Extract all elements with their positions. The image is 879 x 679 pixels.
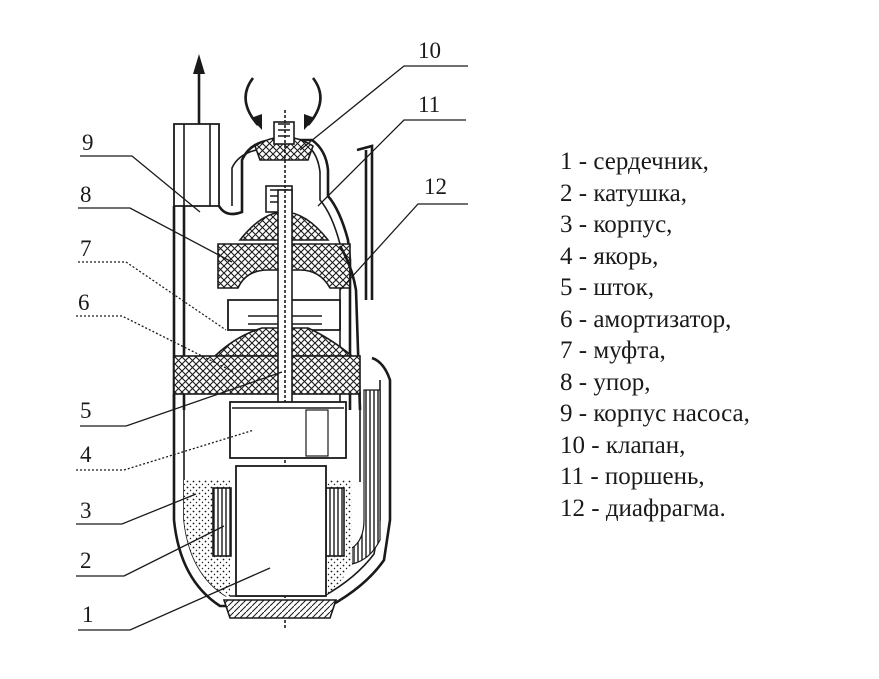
- legend-item: 8 - упор,: [560, 368, 651, 396]
- callout-8: 8: [80, 182, 92, 207]
- legend-item: 12 - диафрагма.: [560, 494, 726, 522]
- callout-5: 5: [80, 398, 92, 423]
- armature: [229, 401, 347, 459]
- legend-item: 3 - корпус,: [560, 211, 673, 238]
- parts-legend: 1 - сердечник, 2 - катушка, 3 - корпус, …: [560, 146, 750, 524]
- inlet-flow-arrows: [244, 77, 322, 130]
- leader-lines: [76, 65, 468, 631]
- callout-6: 6: [78, 290, 90, 315]
- callout-10: 10: [418, 38, 441, 63]
- valve: [254, 121, 314, 161]
- core: [222, 465, 338, 619]
- callout-1: 1: [82, 602, 94, 627]
- callout-4: 4: [80, 442, 92, 467]
- callout-2: 2: [80, 548, 92, 573]
- legend-item: 9 - корпус насоса,: [560, 400, 750, 427]
- callout-12: 12: [424, 174, 447, 199]
- legend-item: 7 - муфта,: [560, 337, 666, 364]
- rod: [277, 110, 293, 630]
- outlet-flow-arrow: [193, 54, 205, 124]
- legend-item: 5 - шток,: [560, 274, 655, 301]
- legend-item: 1 - сердечник,: [560, 148, 709, 175]
- legend-item: 10 - клапан,: [560, 431, 686, 459]
- legend-item: 4 - якорь,: [560, 242, 659, 270]
- shock-absorber: [173, 327, 361, 395]
- callout-7: 7: [80, 236, 92, 261]
- callout-9: 9: [82, 130, 94, 155]
- coil: [212, 487, 345, 557]
- callout-11: 11: [418, 92, 440, 117]
- callout-3: 3: [80, 498, 92, 523]
- legend-item: 11 - поршень,: [560, 463, 705, 490]
- legend-item: 6 - амортизатор,: [560, 305, 732, 333]
- legend-item: 2 - катушка,: [560, 179, 688, 207]
